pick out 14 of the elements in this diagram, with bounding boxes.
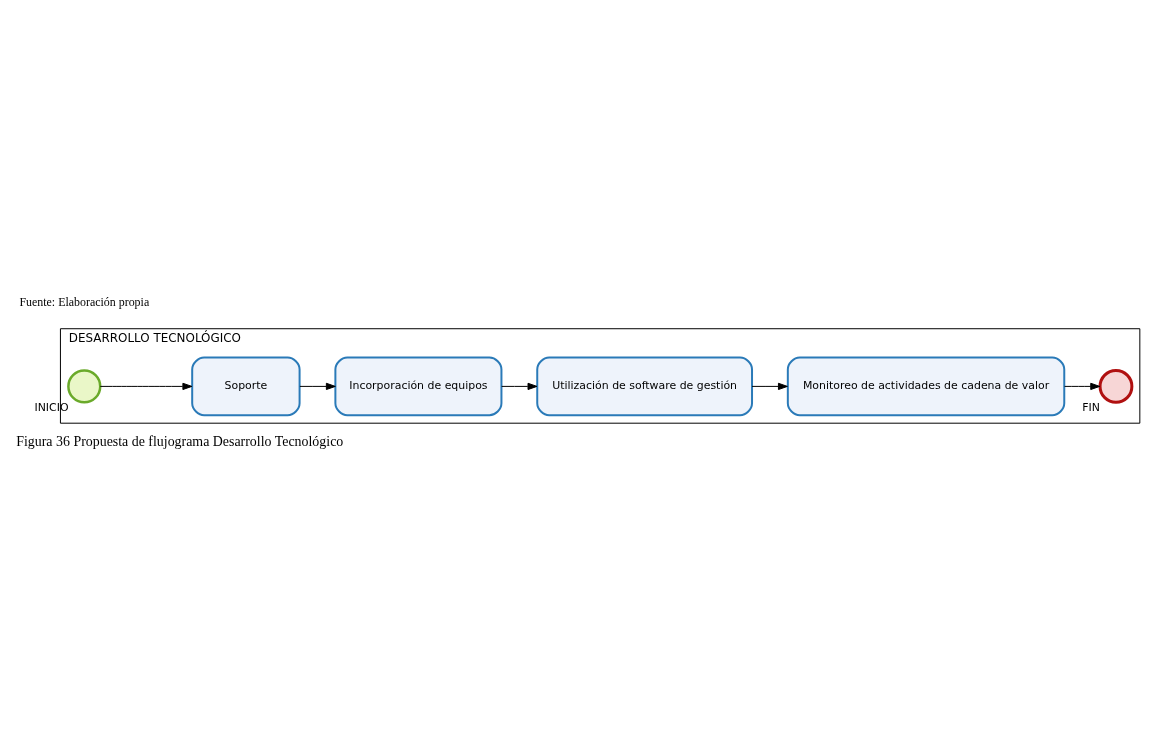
arrow: [299, 382, 336, 390]
node-box: Monitoreo de actividades de cadena de valor: [786, 356, 1066, 416]
arrow: [99, 382, 193, 390]
arrow: [1064, 382, 1101, 390]
caption: Figura 36 Propuesta de flujograma Desarrollo Tecnológico: [16, 433, 344, 449]
node-label: FIN: [1082, 400, 1100, 414]
node-circle: [67, 368, 102, 404]
arrow: [751, 382, 788, 390]
node-box: Incorporación de equipos: [334, 356, 503, 416]
node-box: Soporte: [191, 356, 301, 416]
arrow: [501, 382, 538, 390]
node-circle: [1098, 368, 1134, 404]
label: Fuente: Elaboración propia: [19, 294, 150, 309]
node-box: Utilización de software de gestión: [536, 356, 754, 416]
